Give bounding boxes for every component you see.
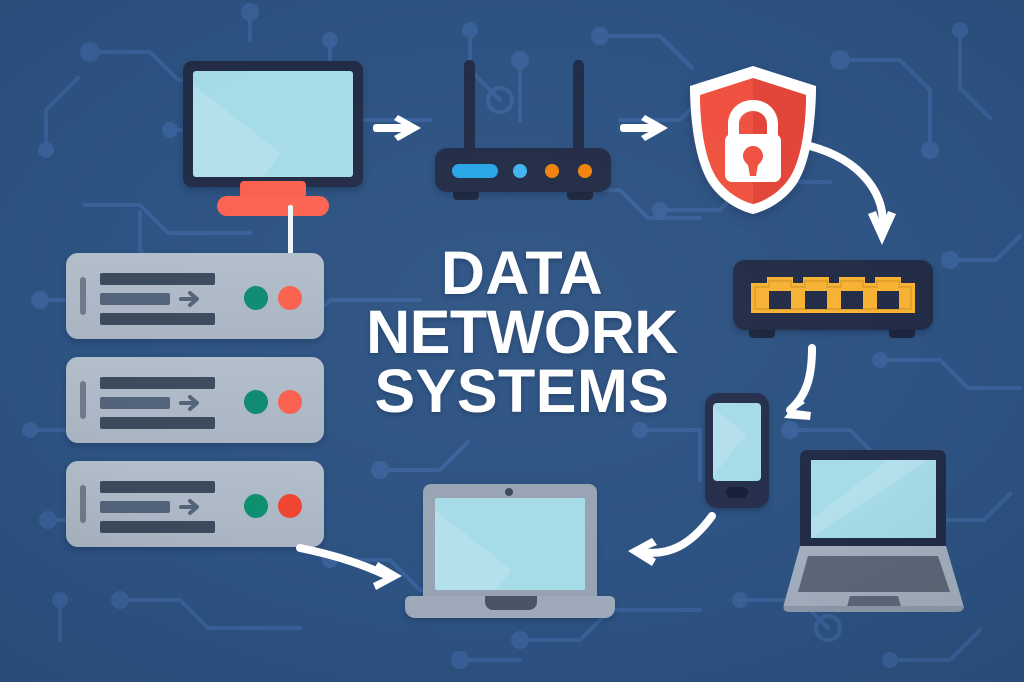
server-unit	[66, 357, 324, 443]
network-switch	[733, 260, 933, 348]
server-unit	[66, 253, 324, 339]
laptop-right	[778, 446, 968, 626]
server-indicator-bar	[80, 485, 86, 523]
server-led-green	[244, 390, 268, 414]
router-led-orange-2	[578, 164, 592, 178]
router-led-blue	[513, 164, 527, 178]
router-status-bar	[452, 164, 498, 178]
laptop-screen	[435, 498, 585, 590]
laptop-trackpad-notch	[485, 596, 537, 610]
server-slot-bar	[100, 377, 215, 389]
server-led-green	[244, 494, 268, 518]
phone-screen	[713, 403, 761, 481]
wireless-router	[435, 60, 611, 200]
monitor-stand-base	[217, 196, 329, 216]
phone-body	[705, 393, 769, 508]
server-slot-bar	[100, 481, 215, 493]
server-led-red	[278, 494, 302, 518]
server-unit	[66, 461, 324, 547]
monitor-bezel	[183, 61, 363, 187]
title-line-1: DATA	[440, 239, 604, 307]
server-led-green	[244, 286, 268, 310]
smartphone	[705, 393, 769, 508]
screen-glare	[193, 71, 282, 177]
page-title: DATA NETWORK SYSTEMS	[352, 239, 692, 426]
router-led-orange-1	[545, 164, 559, 178]
screen-glare	[713, 403, 747, 481]
server-indicator-bar	[80, 381, 86, 419]
server-slot-bar	[100, 521, 215, 533]
server-rack	[66, 253, 324, 547]
security-shield	[683, 64, 823, 216]
server-led-red	[278, 390, 302, 414]
server-slot-bar	[100, 293, 170, 305]
server-arrow-icon	[179, 499, 199, 515]
server-arrow-icon	[179, 395, 199, 411]
padlock-icon	[725, 100, 781, 182]
router-antenna-left	[464, 60, 475, 158]
server-arrow-icon	[179, 291, 199, 307]
switch-port-strip	[751, 277, 915, 313]
screen-glare	[435, 498, 512, 590]
phone-home-button	[726, 487, 748, 498]
server-slot-bar	[100, 313, 215, 325]
router-antenna-right	[573, 60, 584, 158]
server-slot-bar	[100, 501, 170, 513]
server-slot-bar	[100, 397, 170, 409]
server-indicator-bar	[80, 277, 86, 315]
desktop-monitor	[183, 61, 363, 221]
server-slot-bar	[100, 417, 215, 429]
cable-monitor-to-server	[288, 205, 293, 261]
title-line-3: SYSTEMS	[374, 357, 670, 426]
laptop-bottom	[405, 484, 615, 629]
server-led-red	[278, 286, 302, 310]
monitor-screen	[193, 71, 353, 177]
server-slot-bar	[100, 273, 215, 285]
laptop-webcam	[505, 488, 513, 496]
title-line-2: NETWORK	[366, 298, 678, 367]
